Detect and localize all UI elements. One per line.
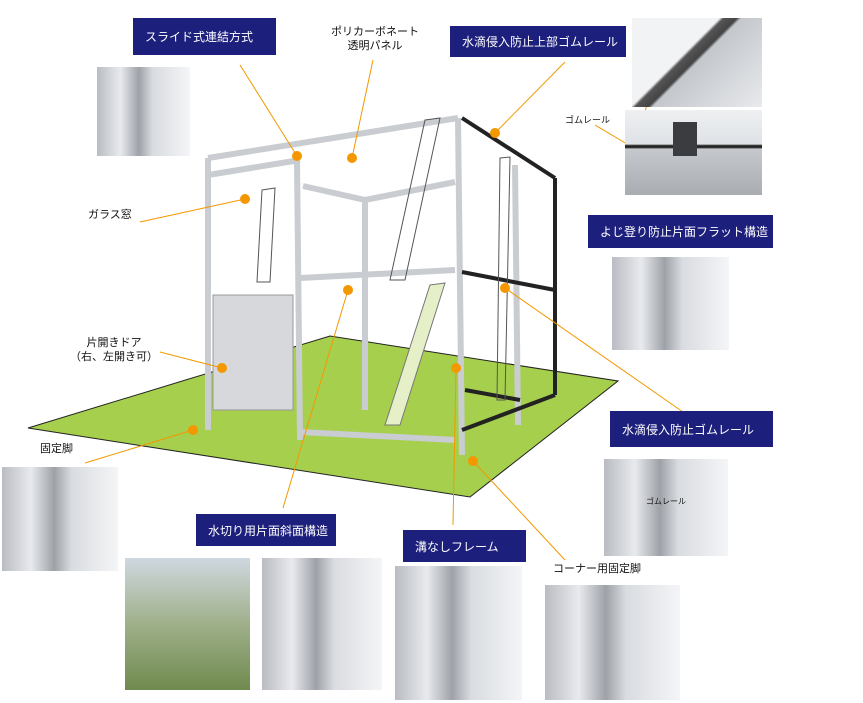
- callout-grooveless-frame: 溝なしフレーム: [403, 530, 526, 562]
- inset-rubber-rail-label: ゴムレール: [646, 497, 686, 506]
- rubber-block: [673, 122, 697, 156]
- callout-slope-structure: 水切り用片面斜面構造: [196, 514, 336, 546]
- photo-slide-connection: [97, 67, 190, 156]
- black-rails: [460, 116, 557, 432]
- callout-glass-window: ガラス窓: [88, 208, 132, 221]
- callout-polycarbonate-line1: ポリカーボネート: [331, 25, 419, 38]
- photo-fixed-leg: [2, 467, 118, 571]
- photo-slope-structure-1: [125, 558, 250, 690]
- polycarbonate-panel: [389, 117, 441, 281]
- callout-slide-connection: スライド式連結方式: [133, 18, 276, 55]
- photo-anti-climb: [612, 257, 729, 350]
- callout-door-line2: （右、左開き可）: [70, 350, 158, 363]
- callout-corner-leg: コーナー用固定脚: [553, 562, 641, 575]
- photo-rubber-rail: [625, 110, 762, 195]
- callout-anti-climb: よじ登り防止片面フラット構造: [588, 215, 773, 248]
- photo-grooveless-frame: [395, 566, 522, 700]
- callout-polycarbonate-line2: 透明パネル: [347, 39, 403, 52]
- callout-fixed-leg: 固定脚: [40, 442, 73, 455]
- callout-polycarbonate: ポリカーボネート 透明パネル: [325, 25, 425, 53]
- callout-door-line1: 片開きドア: [86, 336, 142, 349]
- callout-top-rubber-rail: 水滴侵入防止上部ゴムレール: [450, 26, 626, 57]
- glass-window-panel: [256, 187, 276, 283]
- callout-door: 片開きドア （右、左開き可）: [68, 336, 160, 364]
- callout-rubber-rail: ゴムレール: [565, 116, 611, 126]
- callout-drip-rubber-rail: 水滴侵入防止ゴムレール: [610, 411, 773, 447]
- photo-slope-structure-2: [262, 558, 382, 690]
- photo-corner-leg: [545, 585, 680, 700]
- frame: [205, 115, 521, 456]
- marker-dots: [188, 128, 673, 528]
- photo-top-rubber-rail: [632, 18, 762, 107]
- door-panel: [212, 294, 294, 411]
- photo-drip-rubber-rail: ゴムレール: [604, 459, 728, 556]
